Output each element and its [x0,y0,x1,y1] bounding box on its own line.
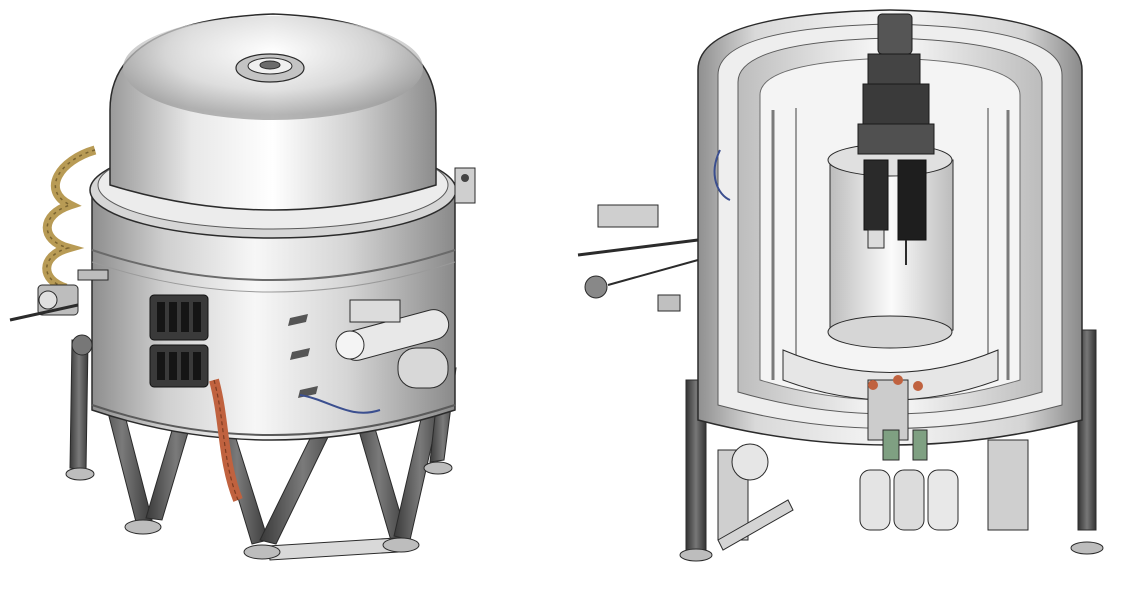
side-valves [335,299,450,389]
cold-stage-bottom [859,375,959,531]
cutaway-signal-wire [713,149,731,201]
bellows-hose [42,145,97,293]
cutaway-view-panel [568,0,1138,590]
left-instrument-assembly [9,269,109,356]
dome-lid [109,13,437,211]
exterior-view-panel [0,0,560,590]
cold-head-assembly [857,13,935,265]
spherical-tank [731,443,769,481]
connector-boxes [149,294,209,388]
cutaway-cryostat-drawing [577,9,1104,562]
right-bracket [454,167,476,204]
exterior-cryostat-drawing [9,13,476,561]
signal-wire [299,394,381,414]
cutaway-side-pump [577,204,699,312]
copper-strap [209,378,243,502]
